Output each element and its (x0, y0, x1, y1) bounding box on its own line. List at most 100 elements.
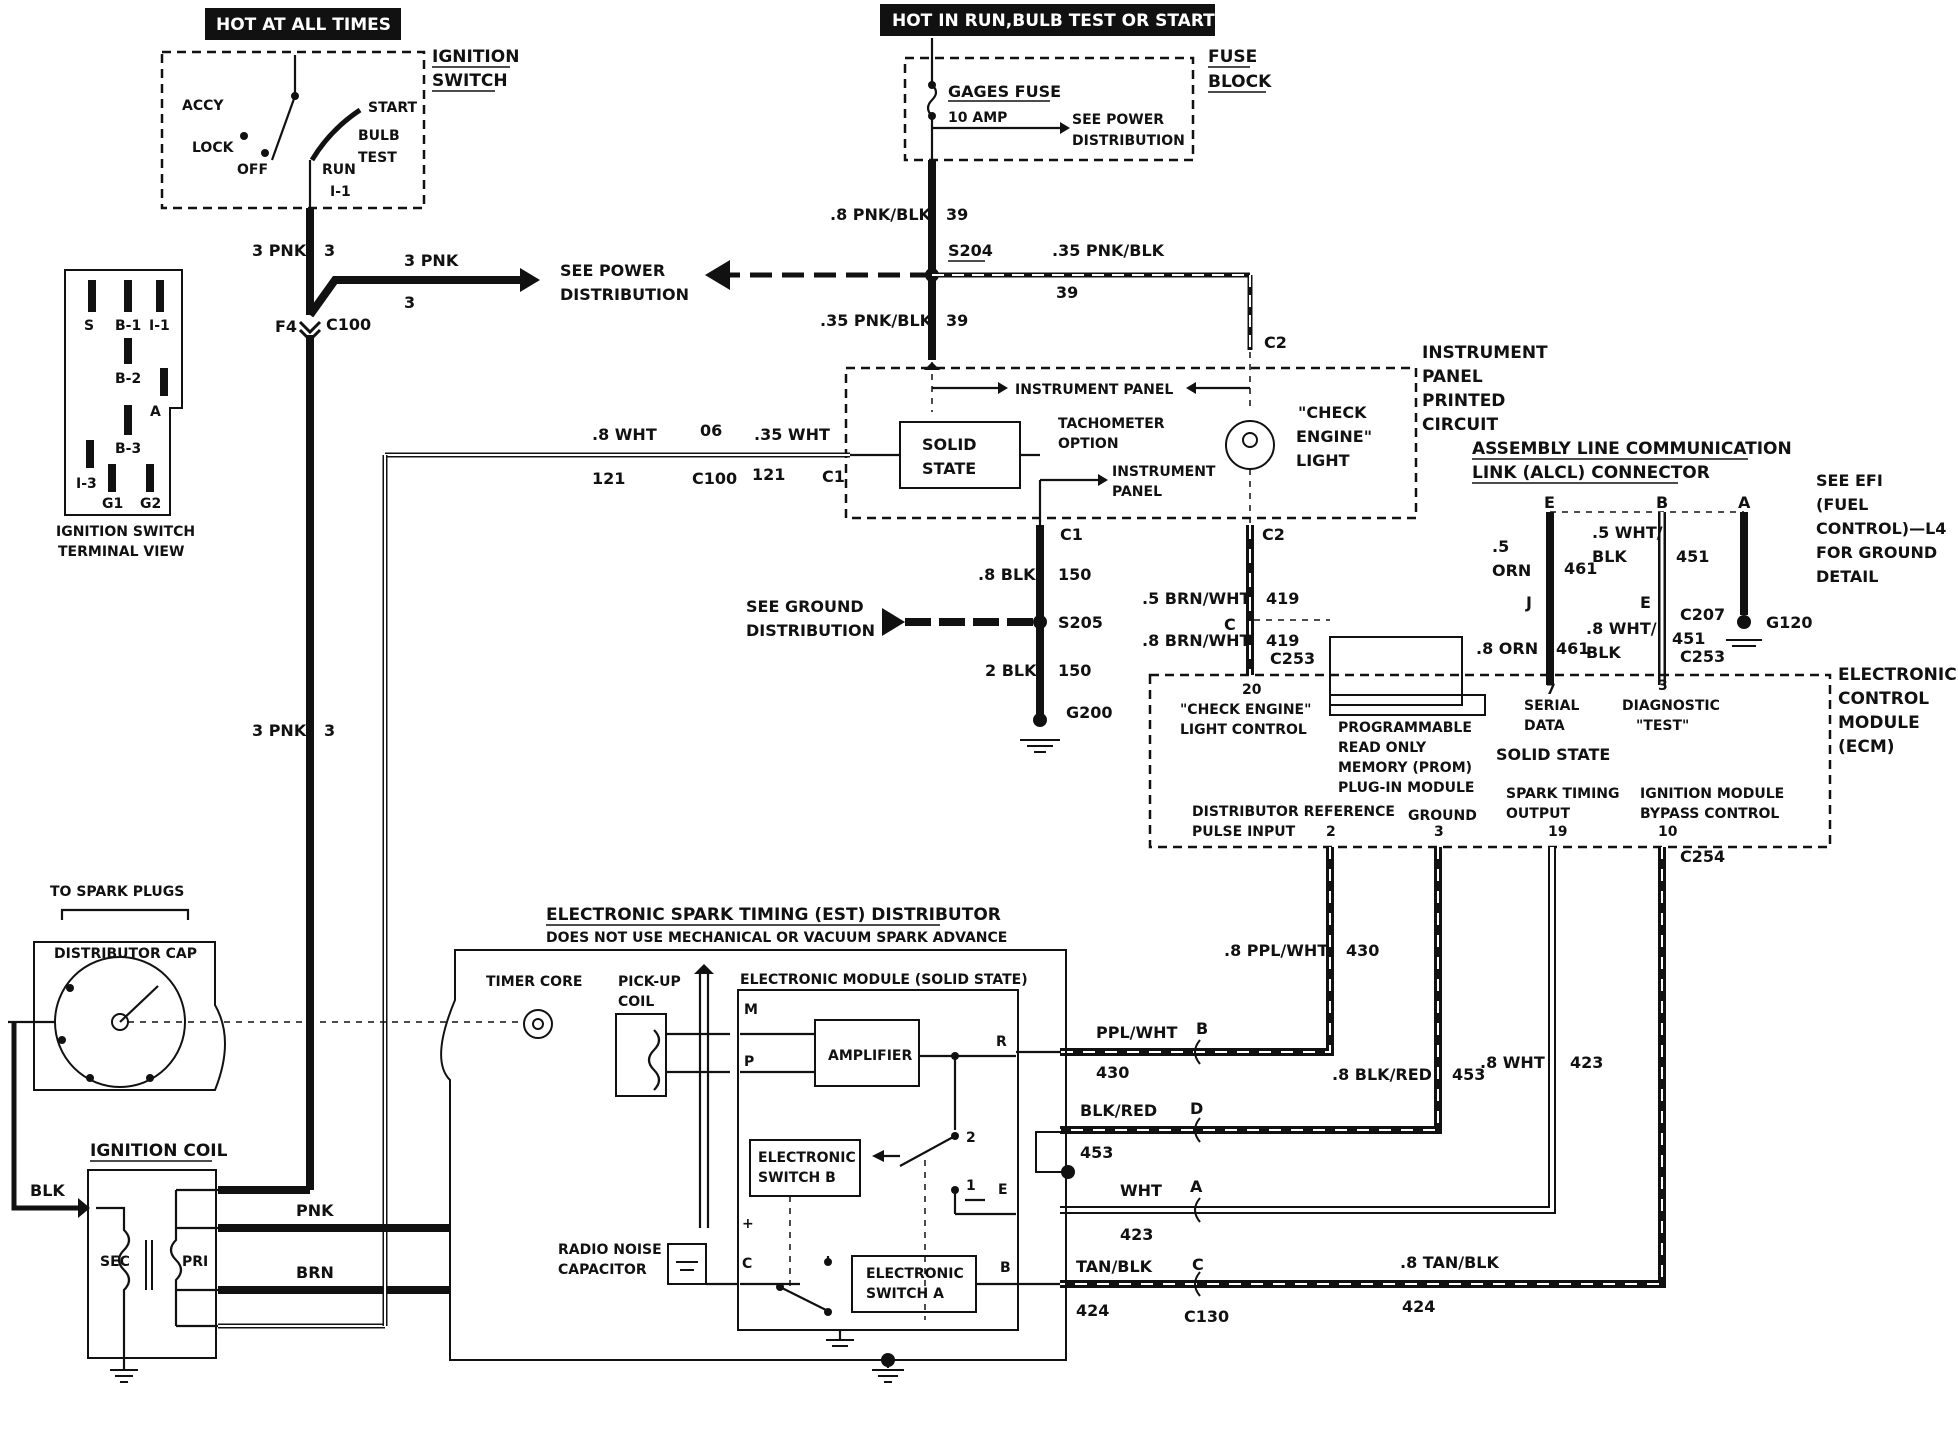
svg-text:I-1: I-1 (149, 318, 170, 334)
svg-text:RADIO NOISE: RADIO NOISE (558, 1242, 662, 1258)
svg-text:121: 121 (752, 465, 785, 484)
svg-text:423: 423 (1570, 1053, 1603, 1072)
svg-text:S: S (84, 318, 94, 334)
svg-text:B-2: B-2 (115, 371, 141, 387)
svg-text:C: C (1192, 1255, 1204, 1274)
svg-text:3 PNK: 3 PNK (252, 721, 307, 740)
svg-text:2 BLK: 2 BLK (985, 661, 1037, 680)
svg-text:ELECTRONIC MODULE (SOLID STATE: ELECTRONIC MODULE (SOLID STATE) (740, 972, 1028, 988)
svg-text:STATE: STATE (922, 459, 976, 478)
svg-text:BLK: BLK (1592, 547, 1627, 566)
svg-text:DISTRIBUTOR REFERENCE: DISTRIBUTOR REFERENCE (1192, 804, 1395, 820)
svg-text:39: 39 (1056, 283, 1078, 302)
svg-text:430: 430 (1096, 1063, 1129, 1082)
svg-text:PULSE INPUT: PULSE INPUT (1192, 824, 1296, 840)
svg-text:S205: S205 (1058, 613, 1103, 632)
svg-text:423: 423 (1120, 1225, 1153, 1244)
svg-text:B: B (1196, 1019, 1208, 1038)
svg-text:SPARK TIMING: SPARK TIMING (1506, 786, 1620, 802)
svg-text:(ECM): (ECM) (1838, 737, 1895, 757)
svg-text:IGNITION COIL: IGNITION COIL (90, 1141, 228, 1161)
svg-text:INSTRUMENT PANEL: INSTRUMENT PANEL (1015, 382, 1173, 398)
svg-text:IGNITION: IGNITION (432, 47, 519, 67)
svg-text:R: R (996, 1034, 1007, 1050)
svg-text:PICK-UP: PICK-UP (618, 974, 681, 990)
svg-text:.8 PPL/WHT: .8 PPL/WHT (1224, 941, 1328, 960)
svg-text:.5 WHT/: .5 WHT/ (1592, 523, 1663, 542)
electronic-control-module: ELECTRONIC CONTROL MODULE (ECM) 20 "CHEC… (1148, 636, 1957, 866)
svg-text:C100: C100 (692, 469, 737, 488)
svg-text:MEMORY (PROM): MEMORY (PROM) (1338, 760, 1472, 776)
svg-text:20: 20 (1242, 682, 1262, 698)
svg-text:RUN: RUN (322, 162, 356, 178)
svg-text:BYPASS CONTROL: BYPASS CONTROL (1640, 806, 1779, 822)
svg-text:SERIAL: SERIAL (1524, 698, 1579, 714)
svg-text:DISTRIBUTOR CAP: DISTRIBUTOR CAP (54, 946, 197, 962)
svg-text:INSTRUMENT: INSTRUMENT (1422, 343, 1548, 363)
svg-text:.8 BLK/RED: .8 BLK/RED (1332, 1065, 1432, 1084)
svg-text:GROUND: GROUND (1408, 808, 1477, 824)
svg-text:"CHECK: "CHECK (1298, 403, 1367, 422)
svg-text:C100: C100 (326, 315, 371, 334)
svg-text:.8 BRN/WHT: .8 BRN/WHT (1142, 631, 1251, 650)
svg-text:C253: C253 (1680, 647, 1725, 666)
svg-text:G1: G1 (102, 496, 123, 512)
svg-text:SEC: SEC (100, 1254, 130, 1270)
svg-text:SEE EFI: SEE EFI (1816, 471, 1883, 490)
svg-text:ELECTRONIC: ELECTRONIC (758, 1150, 856, 1166)
svg-text:SEE POWER: SEE POWER (560, 261, 665, 280)
svg-text:3: 3 (1434, 824, 1444, 840)
svg-text:B-3: B-3 (115, 441, 141, 457)
svg-text:TO SPARK PLUGS: TO SPARK PLUGS (50, 884, 184, 900)
svg-text:E: E (1640, 593, 1651, 612)
svg-text:+: + (742, 1216, 754, 1232)
alcl-connector: ASSEMBLY LINE COMMUNICATION LINK (ALCL) … (1472, 439, 1813, 685)
svg-text:AMPLIFIER: AMPLIFIER (828, 1048, 912, 1064)
svg-text:C207: C207 (1680, 605, 1725, 624)
svg-text:CONTROL)—L4: CONTROL)—L4 (1816, 519, 1946, 538)
svg-text:419: 419 (1266, 631, 1299, 650)
svg-text:SEE POWER: SEE POWER (1072, 112, 1164, 128)
svg-text:SEE GROUND: SEE GROUND (746, 597, 864, 616)
svg-text:DOES NOT USE MECHANICAL OR VAC: DOES NOT USE MECHANICAL OR VACUUM SPARK … (546, 930, 1007, 946)
svg-text:SWITCH A: SWITCH A (866, 1286, 944, 1302)
svg-text:PPL/WHT: PPL/WHT (1096, 1023, 1178, 1042)
svg-text:461: 461 (1556, 639, 1589, 658)
svg-text:MODULE: MODULE (1838, 713, 1920, 733)
svg-text:BLK: BLK (30, 1181, 65, 1200)
svg-text:S204: S204 (948, 241, 993, 260)
pnkblk-circuit-39: .8 PNK/BLK 39 S204 .35 PNK/BLK 39 .35 PN… (560, 160, 1287, 360)
svg-text:"CHECK ENGINE": "CHECK ENGINE" (1180, 702, 1311, 718)
svg-text:TACHOMETER: TACHOMETER (1058, 416, 1165, 432)
svg-text:C2: C2 (1264, 333, 1287, 352)
svg-text:C253: C253 (1270, 649, 1315, 668)
svg-text:3 PNK: 3 PNK (252, 241, 307, 260)
svg-text:WHT: WHT (1120, 1181, 1162, 1200)
svg-text:3: 3 (324, 241, 335, 260)
svg-text:39: 39 (946, 311, 968, 330)
svg-text:7: 7 (1546, 682, 1556, 698)
svg-text:M: M (744, 1002, 758, 1018)
svg-text:430: 430 (1346, 941, 1379, 960)
svg-text:TEST: TEST (358, 150, 397, 166)
svg-text:A: A (1738, 493, 1751, 512)
svg-text:(FUEL: (FUEL (1816, 495, 1868, 514)
svg-text:SWITCH: SWITCH (432, 71, 508, 91)
banner-hot-in-run: HOT IN RUN,BULB TEST OR START (880, 4, 1215, 36)
svg-text:BLK/RED: BLK/RED (1080, 1101, 1157, 1120)
svg-text:IGNITION SWITCH: IGNITION SWITCH (56, 524, 195, 540)
svg-text:C254: C254 (1680, 847, 1725, 866)
svg-text:ENGINE": ENGINE" (1296, 427, 1372, 446)
svg-text:IGNITION MODULE: IGNITION MODULE (1640, 786, 1784, 802)
svg-text:G120: G120 (1766, 613, 1813, 632)
ecm-output-wires: .8 PPL/WHT 430 PPL/WHT B 430 .8 BLK/RED … (1060, 847, 1666, 1326)
svg-text:SWITCH B: SWITCH B (758, 1170, 836, 1186)
svg-text:PNK: PNK (296, 1201, 334, 1220)
svg-text:.8 TAN/BLK: .8 TAN/BLK (1400, 1253, 1499, 1272)
svg-text:LOCK: LOCK (192, 140, 235, 156)
svg-text:ASSEMBLY LINE COMMUNICATION: ASSEMBLY LINE COMMUNICATION (1472, 439, 1792, 459)
svg-text:C: C (742, 1256, 752, 1272)
svg-text:FOR GROUND: FOR GROUND (1816, 543, 1937, 562)
svg-text:READ ONLY: READ ONLY (1338, 740, 1427, 756)
